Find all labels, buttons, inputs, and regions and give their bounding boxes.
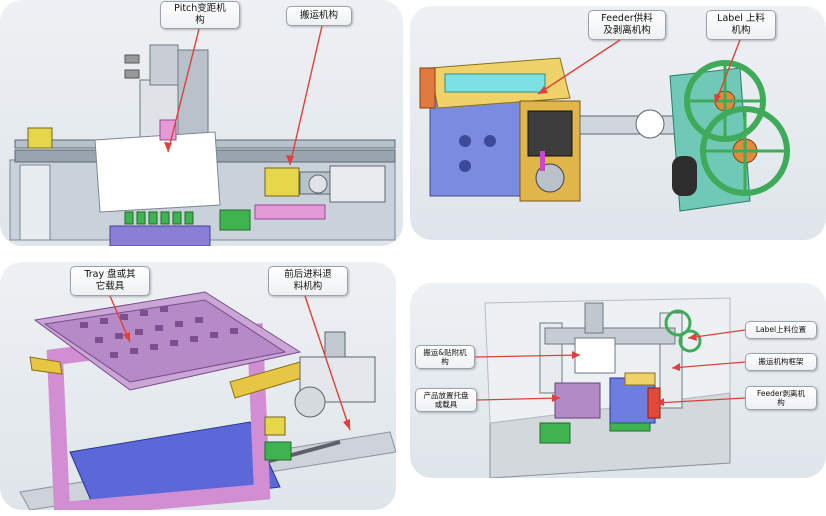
- callout-transfer-mechanism: 搬运机构: [286, 6, 352, 26]
- feeder-label-illustration: [419, 57, 790, 212]
- callout-infeed-outfeed: 前后进料退 料机构: [268, 266, 348, 296]
- tray-infeed-illustration: [19, 291, 396, 510]
- panel-top-right: Feeder供料 及剥离机构 Label 上料 机构: [410, 6, 826, 240]
- panel-bottom-left: Tray 盘或其 它载具 前后进料退 料机构: [0, 262, 396, 510]
- callout-label-loading-position: Label上料位置: [745, 321, 817, 339]
- callout-transfer-attach: 搬运&贴附机 构: [415, 345, 475, 369]
- callout-transfer-frame: 搬运机构框架: [745, 353, 817, 371]
- panel-bottom-right: Label上料位置 搬运&贴附机 构 搬运机构框架 产品放置托盘 或载具 Fee…: [410, 283, 826, 478]
- callout-pitch-mechanism: Pitch变距机 构: [160, 1, 240, 29]
- callout-label-loader: Label 上料 机构: [706, 10, 776, 40]
- callout-feeder-peeler: Feeder剥离机 构: [745, 386, 817, 410]
- pitch-mechanism-illustration: [9, 44, 396, 246]
- panel-top-left: Pitch变距机 构 搬运机构: [0, 0, 403, 246]
- callout-tray-carrier: Tray 盘或其 它载具: [70, 266, 150, 296]
- callout-product-tray: 产品放置托盘 或载具: [415, 388, 477, 412]
- assembly-overview-illustration: [484, 297, 731, 478]
- callout-feeder-peeler: Feeder供料 及剥离机构: [588, 10, 666, 40]
